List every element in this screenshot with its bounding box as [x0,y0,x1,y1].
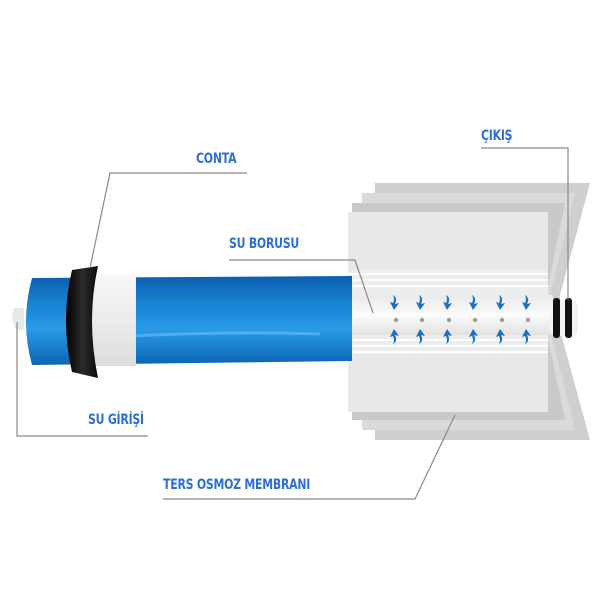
gasket [66,266,98,378]
leader-lines [16,147,569,500]
membrane-sheets [348,183,590,440]
flow-arrows [390,295,531,344]
label-gasket: CONTA [196,151,237,167]
label-outlet: ÇIKIŞ [481,128,513,144]
inlet-nub [12,308,24,330]
outlet-fitting [550,298,578,338]
collar [90,274,136,366]
membrane-housing [12,266,352,378]
water-tube [348,295,553,335]
label-water-tube: SU BORUSU [229,236,300,252]
label-ro-membrane: TERS OSMOZ MEMBRANI [163,477,311,493]
label-water-inlet: SU GİRİŞİ [88,412,144,428]
